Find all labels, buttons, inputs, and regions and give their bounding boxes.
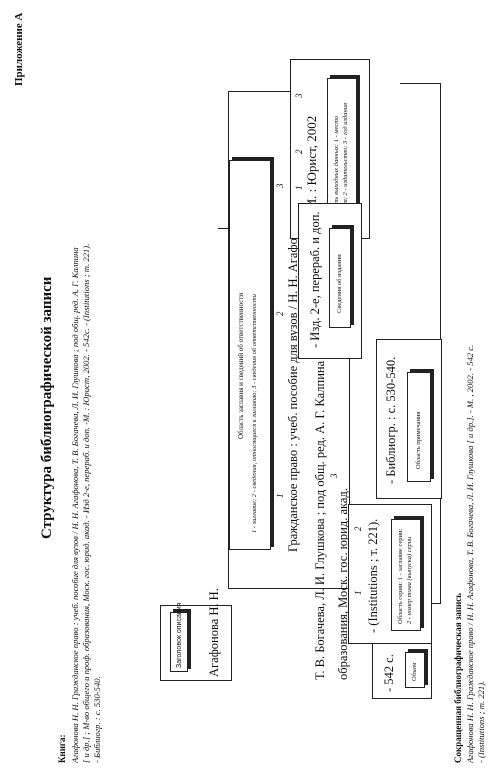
edition-caption-box: Сведения об издании — [329, 228, 351, 328]
series-caption: 2 - номер тома (выпуска) серии — [406, 536, 413, 624]
short-record-line: - (Institutions ; т. 221). — [476, 680, 486, 763]
volume-area-box: - 542 с. Объем — [372, 643, 432, 699]
heading-value: Агафонова Н. Н. — [207, 588, 221, 677]
notes-caption: Область примечания — [415, 411, 422, 469]
series-area-box: 1 2 - (Institutions ; т. 221). Область с… — [348, 504, 432, 644]
edition-area-box: - Изд. 2-е, перераб. и доп. Сведения об … — [298, 203, 362, 359]
book-heading: Книга: — [57, 734, 67, 763]
volume-caption-box: Объем — [405, 652, 425, 688]
volume-value: - 542 с. — [382, 654, 396, 692]
short-record: Агафонова Н. Н. Гражданское право / Н. Н… — [465, 43, 487, 763]
title-area-num: 2 — [275, 311, 285, 317]
connector-line — [400, 83, 441, 84]
edition-value: - Изд. 2-е, перераб. и доп. — [308, 211, 322, 348]
publication-num: 3 — [294, 93, 304, 99]
title-area-num: 3 — [275, 183, 285, 189]
series-num: 2 — [353, 526, 363, 532]
main-title: Структура библиографической записи — [39, 276, 55, 539]
short-record-line: Агафонова Н. Н. Гражданское право / Н. Н… — [465, 344, 475, 763]
book-record-line: [ и др.] ; М-во общего и проф. образован… — [81, 243, 91, 763]
series-value: - (Institutions ; т. 221). — [366, 518, 380, 633]
book-record: Агафонова Н. Н. Гражданское право : учеб… — [70, 43, 103, 763]
book-record-line: - Библиогр. : с. 530-540. — [92, 676, 102, 763]
publication-num: 2 — [294, 149, 304, 155]
title-area-num-under: 3 — [329, 473, 339, 479]
title-area-num: 1 — [275, 493, 285, 499]
heading-label: Заголовок описания — [176, 602, 183, 668]
series-caption-box: Область серии: 1 - заглавие серии; 2 - н… — [391, 519, 421, 631]
series-caption: Область серии: 1 - заглавие серии; — [397, 528, 404, 624]
title-area-caption-title: Область заглавия и сведений об ответстве… — [237, 292, 245, 439]
edition-caption: Сведения об издании — [336, 254, 343, 313]
heading-box: Заголовок описания Агафонова Н. Н. — [160, 588, 232, 681]
title-area-caption-box: Область заглавия и сведений об ответстве… — [229, 160, 271, 550]
title-area-caption-legend: 1 - заглавие; 2 - сведения, относящиеся … — [251, 294, 258, 533]
notes-area-box: - Библиогр. : с. 530-540. Область примеч… — [376, 339, 442, 499]
book-record-line: Агафонова Н. Н. Гражданское право : учеб… — [70, 247, 80, 763]
heading-label-box: Заголовок описания — [170, 603, 188, 672]
appendix-label: Приложение А — [13, 12, 25, 86]
short-record-heading: Сокращенная библиографическая запись — [453, 593, 463, 763]
publication-num: 1 — [294, 185, 304, 191]
series-num: 1 — [353, 590, 363, 596]
notes-value: - Библиогр. : с. 530-540. — [384, 356, 398, 484]
notes-caption-box: Область примечания — [407, 372, 431, 482]
volume-caption: Объем — [411, 662, 418, 681]
